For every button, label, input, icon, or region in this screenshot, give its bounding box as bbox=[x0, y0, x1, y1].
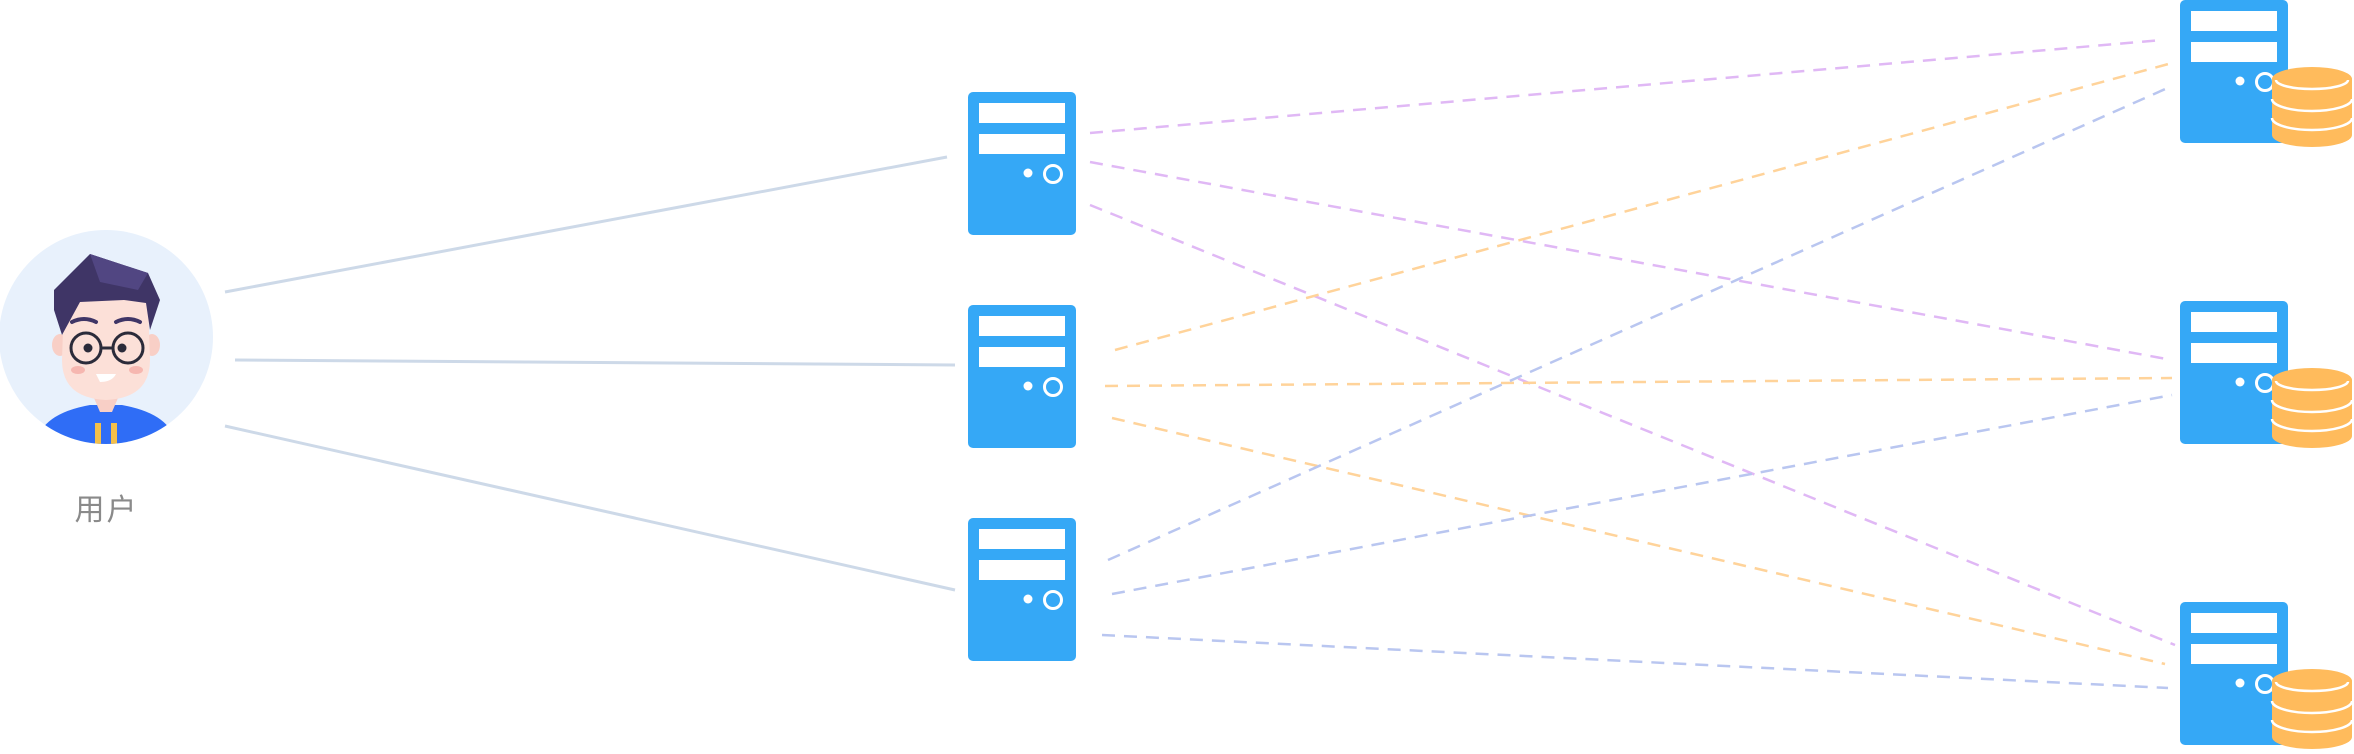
database-icon bbox=[2270, 65, 2354, 149]
link-web2-db1 bbox=[1114, 61, 2173, 352]
web-servers bbox=[966, 90, 1078, 663]
user-avatar-icon[interactable] bbox=[0, 230, 213, 445]
db-servers bbox=[2178, 0, 2354, 751]
database-icon bbox=[2270, 667, 2354, 751]
db-server-1[interactable] bbox=[2178, 0, 2354, 149]
link-web1-db3 bbox=[1089, 203, 2176, 647]
link-web3-db3 bbox=[1101, 633, 2169, 690]
server-icon bbox=[2178, 600, 2290, 747]
service-links bbox=[1089, 38, 2176, 690]
link-web2-db3 bbox=[1111, 416, 2166, 666]
user-link-1 bbox=[224, 155, 948, 294]
link-web3-db1 bbox=[1107, 84, 2173, 562]
link-web3-db2 bbox=[1111, 393, 2173, 596]
user-links bbox=[224, 155, 956, 592]
link-web2-db2 bbox=[1104, 376, 2173, 388]
web-server-2[interactable] bbox=[966, 303, 1078, 450]
database-icon bbox=[2270, 366, 2354, 450]
db-server-3[interactable] bbox=[2178, 600, 2354, 751]
server-icon bbox=[2178, 299, 2290, 446]
server-icon bbox=[2178, 0, 2290, 145]
user-label: 用户 bbox=[74, 493, 139, 528]
link-web1-db1 bbox=[1089, 38, 2163, 135]
user-link-3 bbox=[224, 424, 956, 592]
db-server-2[interactable] bbox=[2178, 299, 2354, 450]
link-web1-db2 bbox=[1089, 160, 2173, 362]
web-server-3[interactable] bbox=[966, 516, 1078, 663]
web-server-1[interactable] bbox=[966, 90, 1078, 237]
user-link-2 bbox=[234, 358, 956, 367]
